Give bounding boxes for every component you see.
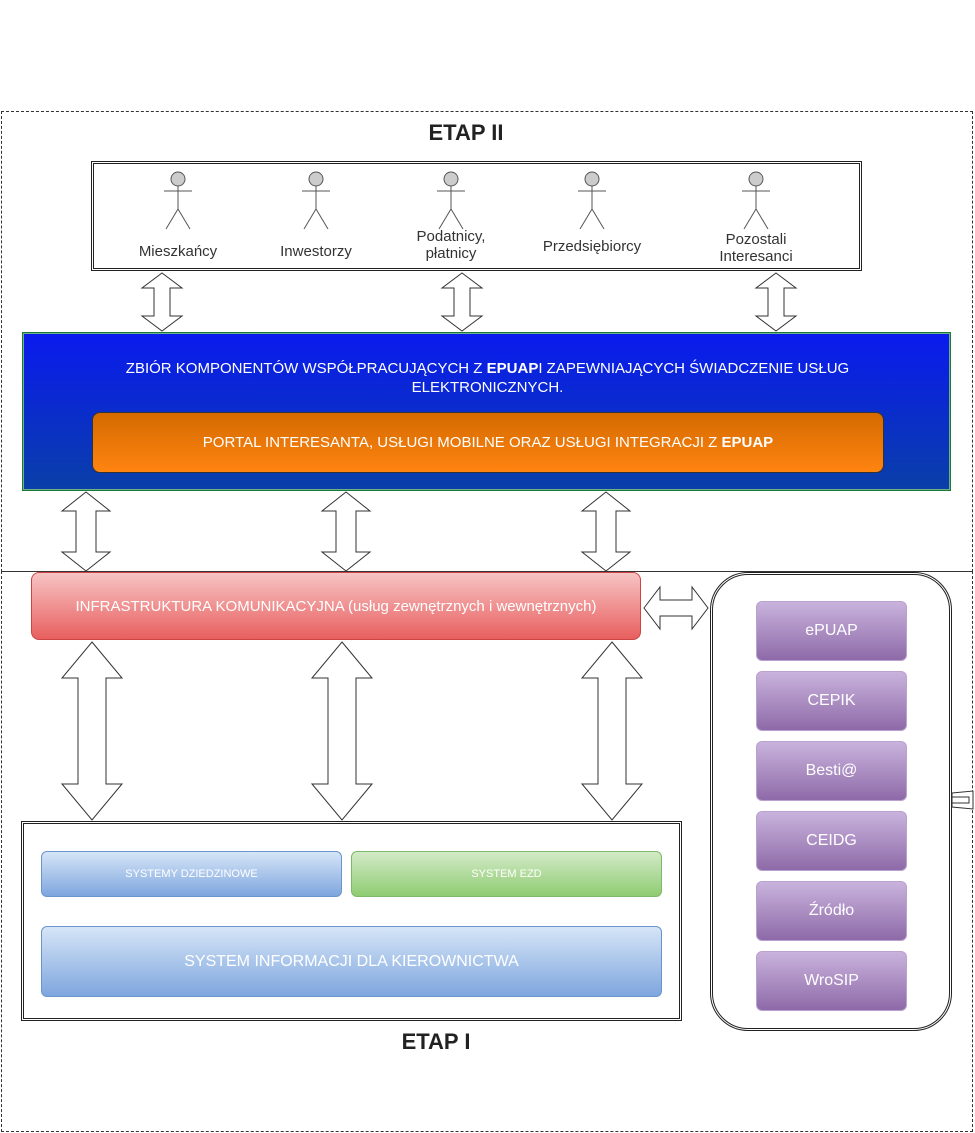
systems-domain-button[interactable]: SYSTEMY DZIEDZINOWE [41,851,342,897]
components-text-bold: EPUAP [486,360,539,377]
actor-label: Mieszkańcy [138,243,218,260]
actors-box [91,161,862,271]
double-arrow-icon [580,491,632,572]
horizontal-double-arrow-icon [643,585,709,631]
person-icon [742,171,770,230]
infrastructure-label: INFRASTRUKTURA KOMUNIKACYJNA (usług zewn… [75,597,597,615]
double-arrow-icon [60,491,112,572]
actor-label: Przedsiębiorcy [542,238,642,255]
portal-text-bold: EPUAP [721,434,774,451]
actor-przedsiebiorcy: Przedsiębiorcy [532,171,652,255]
person-icon [437,171,465,230]
system-ezd-button[interactable]: SYSTEM EZD [351,851,662,897]
systems-domain-label: SYSTEMY DZIEDZINOWE [125,868,258,880]
actor-pozostali: Pozostali Interesanci [696,171,816,265]
system-ezd-label: SYSTEM EZD [471,868,542,880]
person-icon [302,171,330,230]
components-text-part: I ZAPEWNIAJĄCYCH ŚWIADCZENIE USŁUG ELEKT… [411,360,850,396]
etap2-title: ETAP II [428,120,504,145]
external-system-ceidg[interactable]: CEIDG [756,811,907,871]
actor-mieszkancy: Mieszkańcy [118,171,238,260]
stage-divider [1,571,973,572]
connector-stub-icon [951,790,974,810]
external-system-zrodlo[interactable]: Źródło [756,881,907,941]
external-system-epuap[interactable]: ePUAP [756,601,907,661]
actor-label: Inwestorzy [280,243,352,260]
components-panel: ZBIÓR KOMPONENTÓW WSPÓŁPRACUJĄCYCH Z EPU… [22,332,951,491]
components-panel-text: ZBIÓR KOMPONENTÓW WSPÓŁPRACUJĄCYCH Z EPU… [83,359,892,397]
external-system-wrosip[interactable]: WroSIP [756,951,907,1011]
double-arrow-icon [580,641,644,821]
double-arrow-icon [320,491,372,572]
external-system-cepik[interactable]: CEPIK [756,671,907,731]
actor-inwestorzy: Inwestorzy [256,171,376,260]
external-system-besti[interactable]: Besti@ [756,741,907,801]
actor-label: Podatnicy, płatnicy [416,228,486,262]
portal-text-part: PORTAL INTERESANTA, USŁUGI MOBILNE ORAZ … [202,434,722,451]
etap1-title: ETAP I [401,1029,471,1054]
actor-label: Pozostali Interesanci [719,231,793,265]
components-text-part: ZBIÓR KOMPONENTÓW WSPÓŁPRACUJĄCYCH Z [125,360,487,377]
portal-interesanta-bar[interactable]: PORTAL INTERESANTA, USŁUGI MOBILNE ORAZ … [92,412,884,473]
management-system-button[interactable]: SYSTEM INFORMACJI DLA KIEROWNICTWA [41,926,662,997]
actor-podatnicy: Podatnicy, płatnicy [391,171,511,262]
management-system-label: SYSTEM INFORMACJI DLA KIEROWNICTWA [184,952,519,970]
double-arrow-icon [754,272,798,332]
infrastructure-bar[interactable]: INFRASTRUKTURA KOMUNIKACYJNA (usług zewn… [31,572,641,640]
double-arrow-icon [60,641,124,821]
double-arrow-icon [440,272,484,332]
person-icon [164,171,192,230]
person-icon [578,171,606,230]
double-arrow-icon [140,272,184,332]
portal-text: PORTAL INTERESANTA, USŁUGI MOBILNE ORAZ … [203,434,773,451]
double-arrow-icon [310,641,374,821]
